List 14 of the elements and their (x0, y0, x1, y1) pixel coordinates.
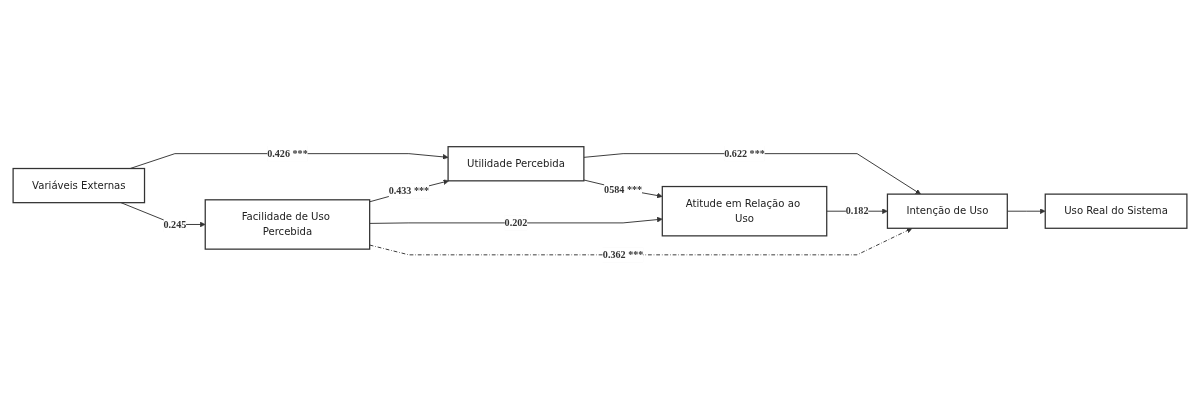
edge-label: 0.433 *** (388, 185, 430, 196)
edge-label: 0.245 (163, 218, 187, 230)
edge-label: 0.202 (504, 216, 528, 228)
node-box: Facilidade de Uso Percebida (204, 198, 371, 250)
edge-label: 0.362 *** (602, 248, 644, 260)
edge-label: 0.622 *** (724, 147, 765, 159)
edge-label: 0584 *** (604, 183, 643, 195)
edge-label: 0.426 *** (267, 147, 308, 159)
node-box: Intenção de Uso (886, 193, 1008, 229)
node-box: Uso Real do Sistema (1044, 193, 1188, 229)
edge-label: 0.182 (845, 205, 869, 217)
node-box: Variáveis Externas (12, 167, 146, 204)
node-box: Utilidade Percebida (447, 145, 585, 182)
node-box: Atitude em Relação ao Uso (661, 185, 828, 237)
